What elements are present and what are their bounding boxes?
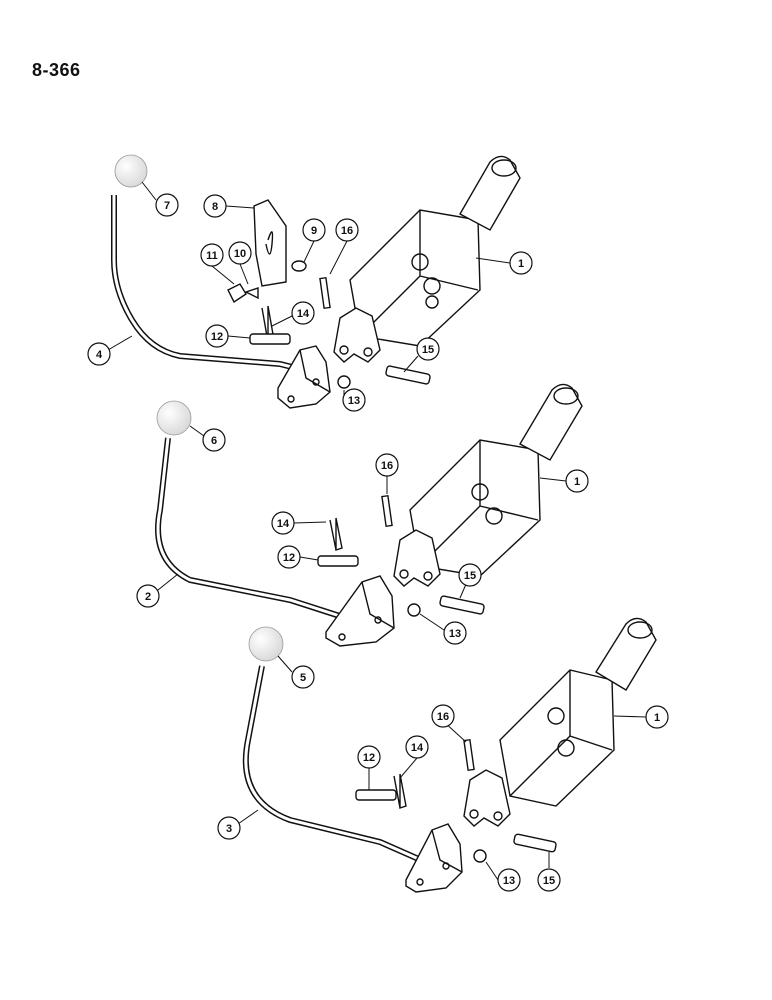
callout-15-bottom: 15 bbox=[537, 868, 561, 892]
svg-text:7: 7 bbox=[164, 200, 170, 212]
valve-spool-middle bbox=[519, 383, 583, 461]
pin-12-top bbox=[249, 333, 291, 345]
svg-text:15: 15 bbox=[422, 344, 434, 356]
svg-text:16: 16 bbox=[437, 711, 449, 723]
valve-spool-bottom bbox=[595, 617, 657, 691]
callout-16-top: 16 bbox=[335, 218, 359, 242]
callout-11: 11 bbox=[200, 243, 224, 267]
callout-15-top: 15 bbox=[416, 337, 440, 361]
callout-12-middle: 12 bbox=[277, 545, 301, 569]
washer-13-top bbox=[337, 375, 351, 389]
wing-nut bbox=[227, 283, 259, 304]
callout-6: 6 bbox=[202, 428, 226, 452]
callout-14-top: 14 bbox=[291, 301, 315, 325]
callout-8: 8 bbox=[203, 194, 227, 218]
callout-1-bottom: 1 bbox=[645, 705, 669, 729]
callout-5: 5 bbox=[291, 665, 315, 689]
svg-text:5: 5 bbox=[300, 672, 306, 684]
pin-15-top bbox=[385, 365, 431, 385]
lever-rod-bottom bbox=[242, 665, 432, 867]
roll-pin-16-middle bbox=[381, 494, 393, 528]
callout-12-bottom: 12 bbox=[357, 745, 381, 769]
callout-12-top: 12 bbox=[205, 324, 229, 348]
callout-1-top: 1 bbox=[509, 251, 533, 275]
callout-13-top: 13 bbox=[342, 388, 366, 412]
svg-text:16: 16 bbox=[341, 225, 353, 237]
assembly-top bbox=[111, 154, 521, 409]
callout-1-middle: 1 bbox=[565, 469, 589, 493]
callout-10: 10 bbox=[228, 241, 252, 265]
valve-spool-top bbox=[459, 155, 521, 231]
svg-text:4: 4 bbox=[96, 349, 103, 361]
svg-text:12: 12 bbox=[211, 331, 223, 343]
svg-text:13: 13 bbox=[348, 395, 360, 407]
svg-text:1: 1 bbox=[518, 258, 524, 270]
svg-text:14: 14 bbox=[297, 308, 310, 320]
pin-15-middle bbox=[439, 595, 485, 615]
callout-15-middle: 15 bbox=[458, 563, 482, 587]
svg-text:14: 14 bbox=[277, 518, 290, 530]
svg-text:8: 8 bbox=[212, 201, 218, 213]
svg-text:6: 6 bbox=[211, 435, 217, 447]
pin-15-bottom bbox=[513, 833, 557, 853]
svg-text:1: 1 bbox=[654, 712, 660, 724]
svg-text:15: 15 bbox=[464, 570, 476, 582]
callout-16-middle: 16 bbox=[375, 453, 399, 477]
assembly-middle bbox=[155, 383, 583, 647]
washer-9 bbox=[291, 260, 307, 272]
svg-text:1: 1 bbox=[574, 476, 580, 488]
valve-clevis-bottom bbox=[463, 769, 511, 827]
knob-top bbox=[114, 154, 148, 188]
callout-2: 2 bbox=[136, 584, 160, 608]
valve-body-bottom bbox=[499, 669, 615, 807]
washer-13-bottom bbox=[473, 849, 487, 863]
washer-13-middle bbox=[407, 603, 421, 617]
lever-bracket-middle bbox=[325, 575, 395, 647]
callout-9: 9 bbox=[302, 218, 326, 242]
svg-text:11: 11 bbox=[206, 250, 218, 262]
svg-text:12: 12 bbox=[363, 752, 375, 764]
knob-bottom bbox=[248, 626, 284, 662]
svg-text:9: 9 bbox=[311, 225, 317, 237]
callout-13-middle: 13 bbox=[443, 621, 467, 645]
svg-text:13: 13 bbox=[503, 875, 515, 887]
callout-13-bottom: 13 bbox=[497, 868, 521, 892]
svg-text:16: 16 bbox=[381, 460, 393, 472]
pin-12-middle bbox=[317, 555, 359, 567]
assembly-bottom bbox=[242, 617, 657, 893]
page-number: 8-366 bbox=[32, 60, 81, 80]
svg-text:13: 13 bbox=[449, 628, 461, 640]
svg-text:10: 10 bbox=[234, 248, 246, 260]
lever-bracket-top bbox=[277, 345, 331, 409]
callout-3: 3 bbox=[217, 816, 241, 840]
detent-plate bbox=[253, 199, 287, 287]
svg-text:3: 3 bbox=[226, 823, 232, 835]
roll-pin-16-bottom bbox=[463, 738, 475, 772]
pin-12-bottom bbox=[355, 789, 397, 801]
callout-14-bottom: 14 bbox=[405, 735, 429, 759]
svg-text:15: 15 bbox=[543, 875, 555, 887]
knob-middle bbox=[156, 400, 192, 436]
callout-14-middle: 14 bbox=[271, 511, 295, 535]
callout-7: 7 bbox=[155, 193, 179, 217]
svg-text:2: 2 bbox=[145, 591, 151, 603]
roll-pin-16-top bbox=[319, 276, 331, 310]
callout-16-bottom: 16 bbox=[431, 704, 455, 728]
svg-text:14: 14 bbox=[411, 742, 424, 754]
callout-4: 4 bbox=[87, 342, 111, 366]
clevis-pin-14-middle bbox=[329, 517, 343, 551]
clevis-pin-14-bottom bbox=[393, 773, 407, 809]
svg-text:12: 12 bbox=[283, 552, 295, 564]
callouts: 7 8 9 16 1 11 10 14 bbox=[87, 193, 669, 892]
